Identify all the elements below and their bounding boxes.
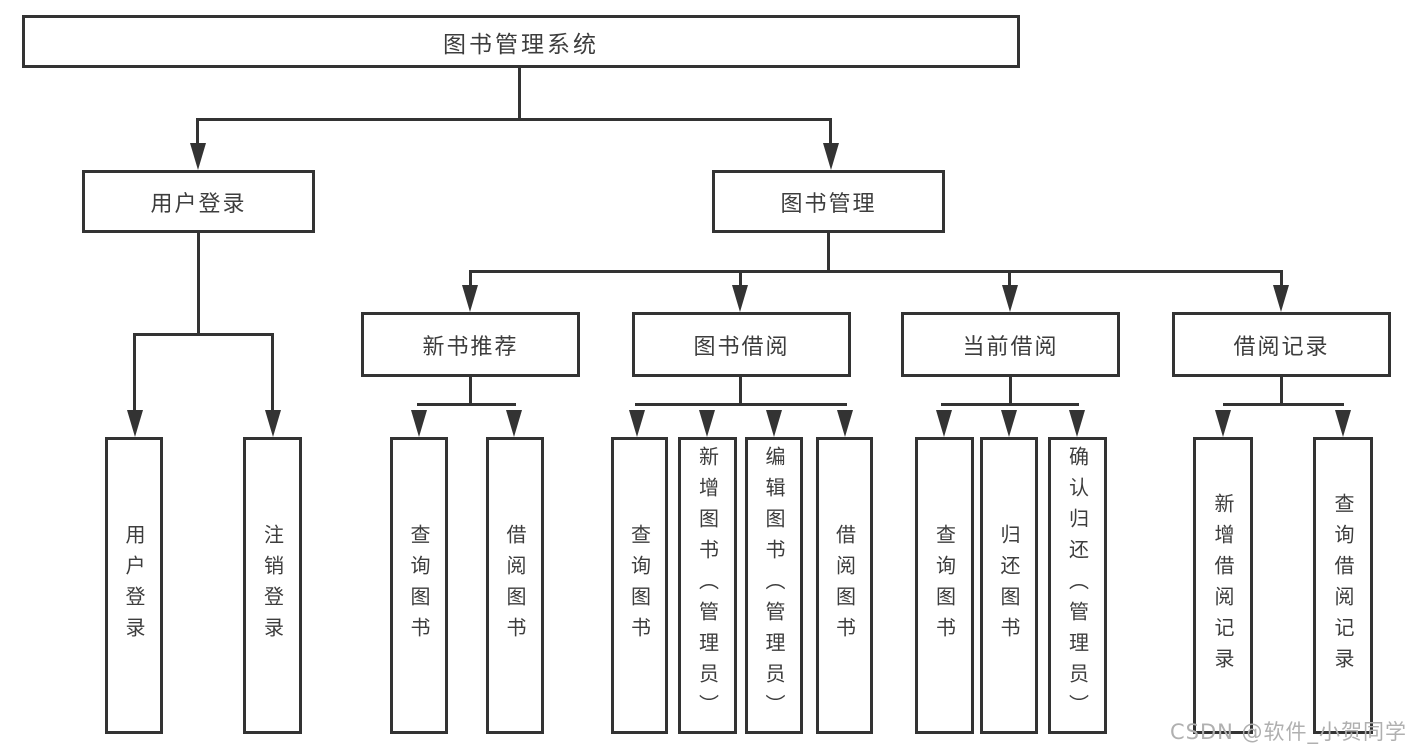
leaf-query-borrow-record: 查询借阅记录 xyxy=(1313,437,1373,734)
node-root-library-system: 图书管理系统 xyxy=(22,15,1020,68)
arrow-down-icon xyxy=(732,285,748,312)
leaf-label: 查询借阅记录 xyxy=(1331,492,1355,679)
connector-line xyxy=(196,118,832,121)
connector-line xyxy=(469,270,1283,273)
leaf-label: 查询图书 xyxy=(407,523,431,648)
arrow-down-icon xyxy=(1069,410,1085,437)
arrow-down-icon xyxy=(462,285,478,312)
connector-line xyxy=(271,336,274,412)
arrow-down-icon xyxy=(190,143,206,170)
leaf-add-borrow-record: 新增借阅记录 xyxy=(1193,437,1253,734)
leaf-label: 新增借阅记录 xyxy=(1211,492,1235,679)
node-book-borrow: 图书借阅 xyxy=(632,312,851,377)
leaf-return-book: 归还图书 xyxy=(980,437,1038,734)
leaf-label: 注销登录 xyxy=(260,523,285,648)
arrow-down-icon xyxy=(699,410,715,437)
connector-line xyxy=(1223,403,1344,406)
leaf-label: 借阅图书 xyxy=(503,523,527,648)
leaf-label: 用户登录 xyxy=(122,523,146,648)
arrow-down-icon xyxy=(823,143,839,170)
connector-line xyxy=(635,403,847,406)
arrow-down-icon xyxy=(411,410,427,437)
node-user-login: 用户登录 xyxy=(82,170,315,233)
leaf-query-books-recommend: 查询图书 xyxy=(390,437,448,734)
leaf-label: 编辑图书（管理员） xyxy=(762,446,786,725)
leaf-query-books-current: 查询图书 xyxy=(915,437,974,734)
arrow-down-icon xyxy=(1335,410,1351,437)
connector-line xyxy=(1280,377,1283,405)
leaf-label: 归还图书 xyxy=(997,523,1021,648)
node-borrow-records: 借阅记录 xyxy=(1172,312,1391,377)
connector-line xyxy=(1008,273,1011,287)
leaf-user-login: 用户登录 xyxy=(105,437,163,734)
arrow-down-icon xyxy=(506,410,522,437)
arrow-down-icon xyxy=(629,410,645,437)
connector-line xyxy=(941,403,1079,406)
leaf-borrow-books-recommend: 借阅图书 xyxy=(486,437,544,734)
leaf-edit-book-admin: 编辑图书（管理员） xyxy=(745,437,803,734)
leaf-label: 查询图书 xyxy=(627,523,652,648)
leaf-borrow-books-borrow: 借阅图书 xyxy=(816,437,873,734)
connector-line xyxy=(469,273,472,287)
connector-line xyxy=(133,333,274,336)
connector-line xyxy=(739,377,742,405)
arrow-down-icon xyxy=(1215,410,1231,437)
leaf-add-book-admin: 新增图书（管理员） xyxy=(678,437,737,734)
arrow-down-icon xyxy=(265,410,281,437)
node-current-borrow: 当前借阅 xyxy=(901,312,1120,377)
connector-line xyxy=(829,121,832,147)
connector-line xyxy=(1280,273,1283,287)
connector-line xyxy=(133,336,136,412)
csdn-watermark: CSDN @软件_小贺同学 xyxy=(1170,720,1405,744)
arrow-down-icon xyxy=(1002,285,1018,312)
arrow-down-icon xyxy=(1001,410,1017,437)
connector-line xyxy=(827,233,830,272)
connector-line xyxy=(197,233,200,335)
arrow-down-icon xyxy=(1273,285,1289,312)
arrow-down-icon xyxy=(127,410,143,437)
leaf-confirm-return-admin: 确认归还（管理员） xyxy=(1048,437,1107,734)
leaf-label: 确认归还（管理员） xyxy=(1065,446,1090,725)
arrow-down-icon xyxy=(936,410,952,437)
connector-line xyxy=(196,121,199,147)
node-book-management: 图书管理 xyxy=(712,170,945,233)
connector-line xyxy=(417,403,516,406)
leaf-label: 借阅图书 xyxy=(832,523,857,648)
leaf-query-books-borrow: 查询图书 xyxy=(611,437,668,734)
connector-line xyxy=(469,377,472,405)
connector-line xyxy=(1009,377,1012,405)
node-new-book-recommend: 新书推荐 xyxy=(361,312,580,377)
connector-line xyxy=(739,273,742,287)
connector-line xyxy=(518,68,521,120)
arrow-down-icon xyxy=(837,410,853,437)
leaf-label: 查询图书 xyxy=(932,523,957,648)
leaf-logout-login: 注销登录 xyxy=(243,437,302,734)
arrow-down-icon xyxy=(766,410,782,437)
leaf-label: 新增图书（管理员） xyxy=(695,446,720,725)
